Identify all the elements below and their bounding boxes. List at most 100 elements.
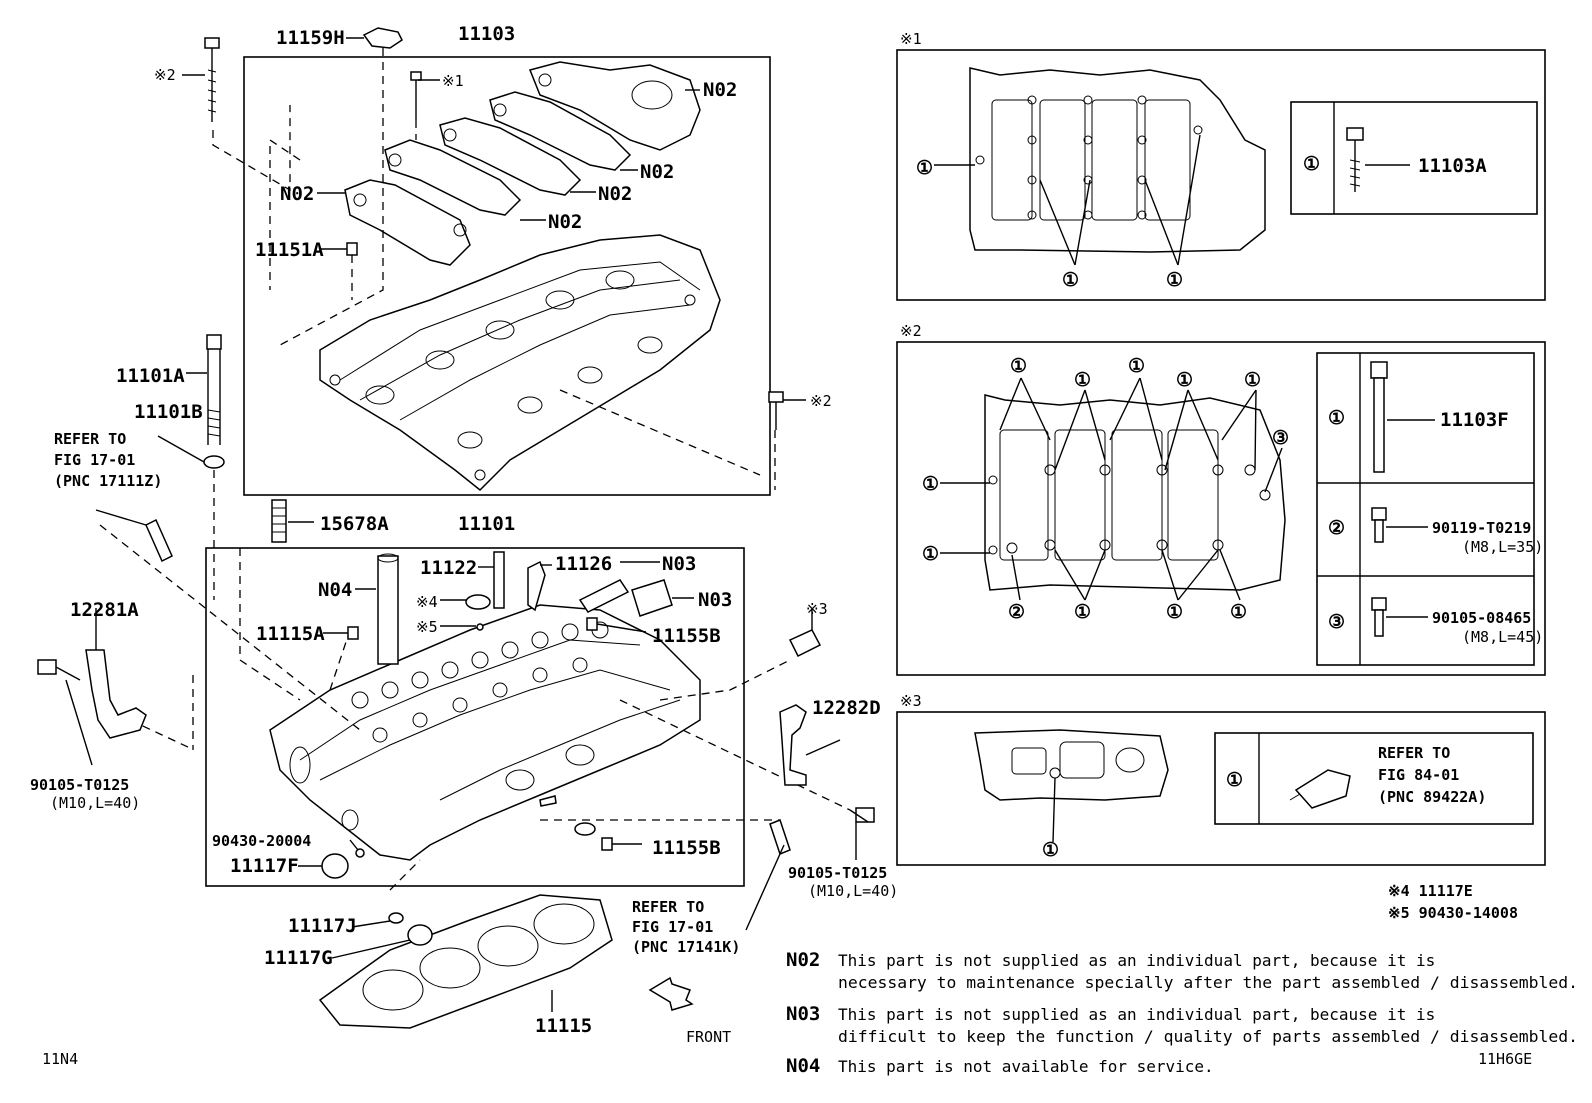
- label-11115: 11115: [535, 1015, 592, 1037]
- code-right: 11H6GE: [1478, 1050, 1532, 1068]
- inset-1-tag: ※1: [900, 30, 922, 48]
- inset-1-table: [1290, 101, 1538, 215]
- label-ref2-line2: FIG 17-01: [632, 918, 713, 936]
- bolt-11101A: [203, 334, 225, 469]
- inset-1-circle-c: ①: [1166, 269, 1183, 291]
- inset-3-ref-line2: FIG 84-01: [1378, 766, 1459, 784]
- callout-labels: 11159H 11103 ※1 ※2 ※2 N02 N02 N02 N02 N0…: [30, 23, 1532, 1068]
- label-12281A: 12281A: [70, 599, 139, 621]
- inset-2-row1-circle: ①: [1328, 407, 1345, 429]
- cover-11159H: [362, 27, 403, 49]
- washer-11101B: [203, 455, 225, 469]
- label-11101B: 11101B: [134, 401, 203, 423]
- inset-2-circle-b2: ①: [1166, 601, 1183, 623]
- label-N02-1: N02: [703, 79, 737, 101]
- inset-2-table: [1316, 352, 1535, 666]
- camshaft-housing-drawing: [319, 234, 721, 492]
- inset-2-row1-part: 11103F: [1440, 409, 1509, 431]
- notes: N02 This part is not supplied as an indi…: [786, 949, 1578, 1077]
- label-n1: ※1: [442, 72, 464, 90]
- footnote-n4: ※4 11117E: [1388, 882, 1473, 900]
- footnote-n5: ※5 90430-14008: [1388, 904, 1518, 922]
- bolt-n1: [410, 71, 422, 120]
- cylinder-head-box: [205, 547, 745, 887]
- plug-11117G: [407, 924, 433, 946]
- filter-15678A: [271, 499, 287, 543]
- inset-2-circle-l2: ①: [922, 543, 939, 565]
- note-code-N04: N04: [786, 1055, 820, 1077]
- label-N02-5: N02: [280, 183, 314, 205]
- label-11126: 11126: [555, 553, 612, 575]
- label-n4: ※4: [416, 593, 438, 611]
- dowel-11115A: [347, 626, 359, 640]
- inset-2-circle-t3: ①: [1128, 355, 1145, 377]
- dowel-11155B-top: [586, 617, 598, 631]
- label-11117G: 11117G: [264, 947, 333, 969]
- tube-N03a: [578, 579, 630, 613]
- inset-2-circle-2: ②: [1008, 601, 1025, 623]
- label-spec-m10-right: (M10,L=40): [808, 882, 898, 900]
- guide-11126: [527, 560, 546, 612]
- label-front: FRONT: [686, 1028, 731, 1046]
- inset-2-row3-spec: (M8,L=45): [1462, 628, 1543, 646]
- bolt-n2-left: [204, 37, 220, 122]
- dowel-11155B-bottom: [601, 837, 613, 851]
- plug-11117F: [321, 853, 349, 879]
- label-11122: 11122: [420, 557, 477, 579]
- inset-2-row2-part: 90119-T0219: [1432, 519, 1531, 537]
- part-n5: [476, 623, 484, 631]
- inset-3-table: [1214, 732, 1534, 825]
- label-N03-2: N03: [698, 589, 732, 611]
- inset-1-block-drawing: [969, 67, 1266, 253]
- label-11117J: 11117J: [288, 915, 357, 937]
- label-11101: 11101: [458, 513, 515, 535]
- bolt-90105-T0125-left: [37, 659, 81, 681]
- gasket-11117J: [388, 912, 404, 924]
- small-plate: [539, 795, 557, 807]
- label-90105-T0125-left: 90105-T0125: [30, 776, 129, 794]
- label-11155B-top: 11155B: [652, 625, 721, 647]
- bolt-n2-right: [768, 391, 784, 430]
- bolt-90105-08465-icon: [1371, 597, 1387, 637]
- seal-ring: [574, 822, 596, 836]
- bolt-11103A-icon: [1346, 127, 1364, 192]
- note-code-N02: N02: [786, 949, 820, 971]
- inset-2-row2-spec: (M8,L=35): [1462, 538, 1543, 556]
- part-n4: [465, 594, 491, 610]
- pipe-N04: [377, 555, 399, 665]
- inset-2-tag: ※2: [900, 322, 922, 340]
- label-N02-3: N02: [598, 183, 632, 205]
- inset-2-circle-l1: ①: [922, 473, 939, 495]
- front-arrow-icon: [648, 976, 694, 1011]
- bolt-11103F-icon: [1370, 361, 1388, 473]
- label-11155B-bottom: 11155B: [652, 837, 721, 859]
- inset-2-circle-t5: ①: [1244, 369, 1261, 391]
- bolt-90119-T0219-icon: [1371, 507, 1387, 543]
- note-N02-line2: necessary to maintenance specially after…: [838, 973, 1578, 992]
- label-ref2-line1: REFER TO: [632, 898, 704, 916]
- inset-2-circle-3: ③: [1272, 427, 1289, 449]
- note-N02-line1: This part is not supplied as an individu…: [838, 951, 1435, 970]
- sensor-89422A-icon: [1294, 769, 1351, 809]
- inset-3-ref-line3: (PNC 89422A): [1378, 788, 1486, 806]
- inset-3-table-circle: ①: [1226, 769, 1243, 791]
- bolt-90105-T0125-right: [849, 807, 875, 860]
- label-11117F: 11117F: [230, 855, 299, 877]
- label-ref1-line3: (PNC 17111Z): [54, 472, 162, 490]
- tube-N03b: [631, 579, 673, 617]
- inset-1-part: 11103A: [1418, 155, 1487, 177]
- inset-2-row3-part: 90105-08465: [1432, 609, 1531, 627]
- note-N03-line2: difficult to keep the function / quality…: [838, 1027, 1578, 1046]
- cylinder-head-drawing: [269, 604, 701, 861]
- inset-1-circle-b: ①: [1062, 269, 1079, 291]
- inset-2-circle-t4: ①: [1176, 369, 1193, 391]
- label-ref1-line2: FIG 17-01: [54, 451, 135, 469]
- code-left: 11N4: [42, 1050, 78, 1068]
- camshaft-bearing-caps: [344, 61, 701, 266]
- inset-2-block-drawing: [984, 394, 1286, 591]
- label-15678A: 15678A: [320, 513, 389, 535]
- label-n3: ※3: [806, 600, 828, 618]
- inset-3-box: [896, 711, 1546, 866]
